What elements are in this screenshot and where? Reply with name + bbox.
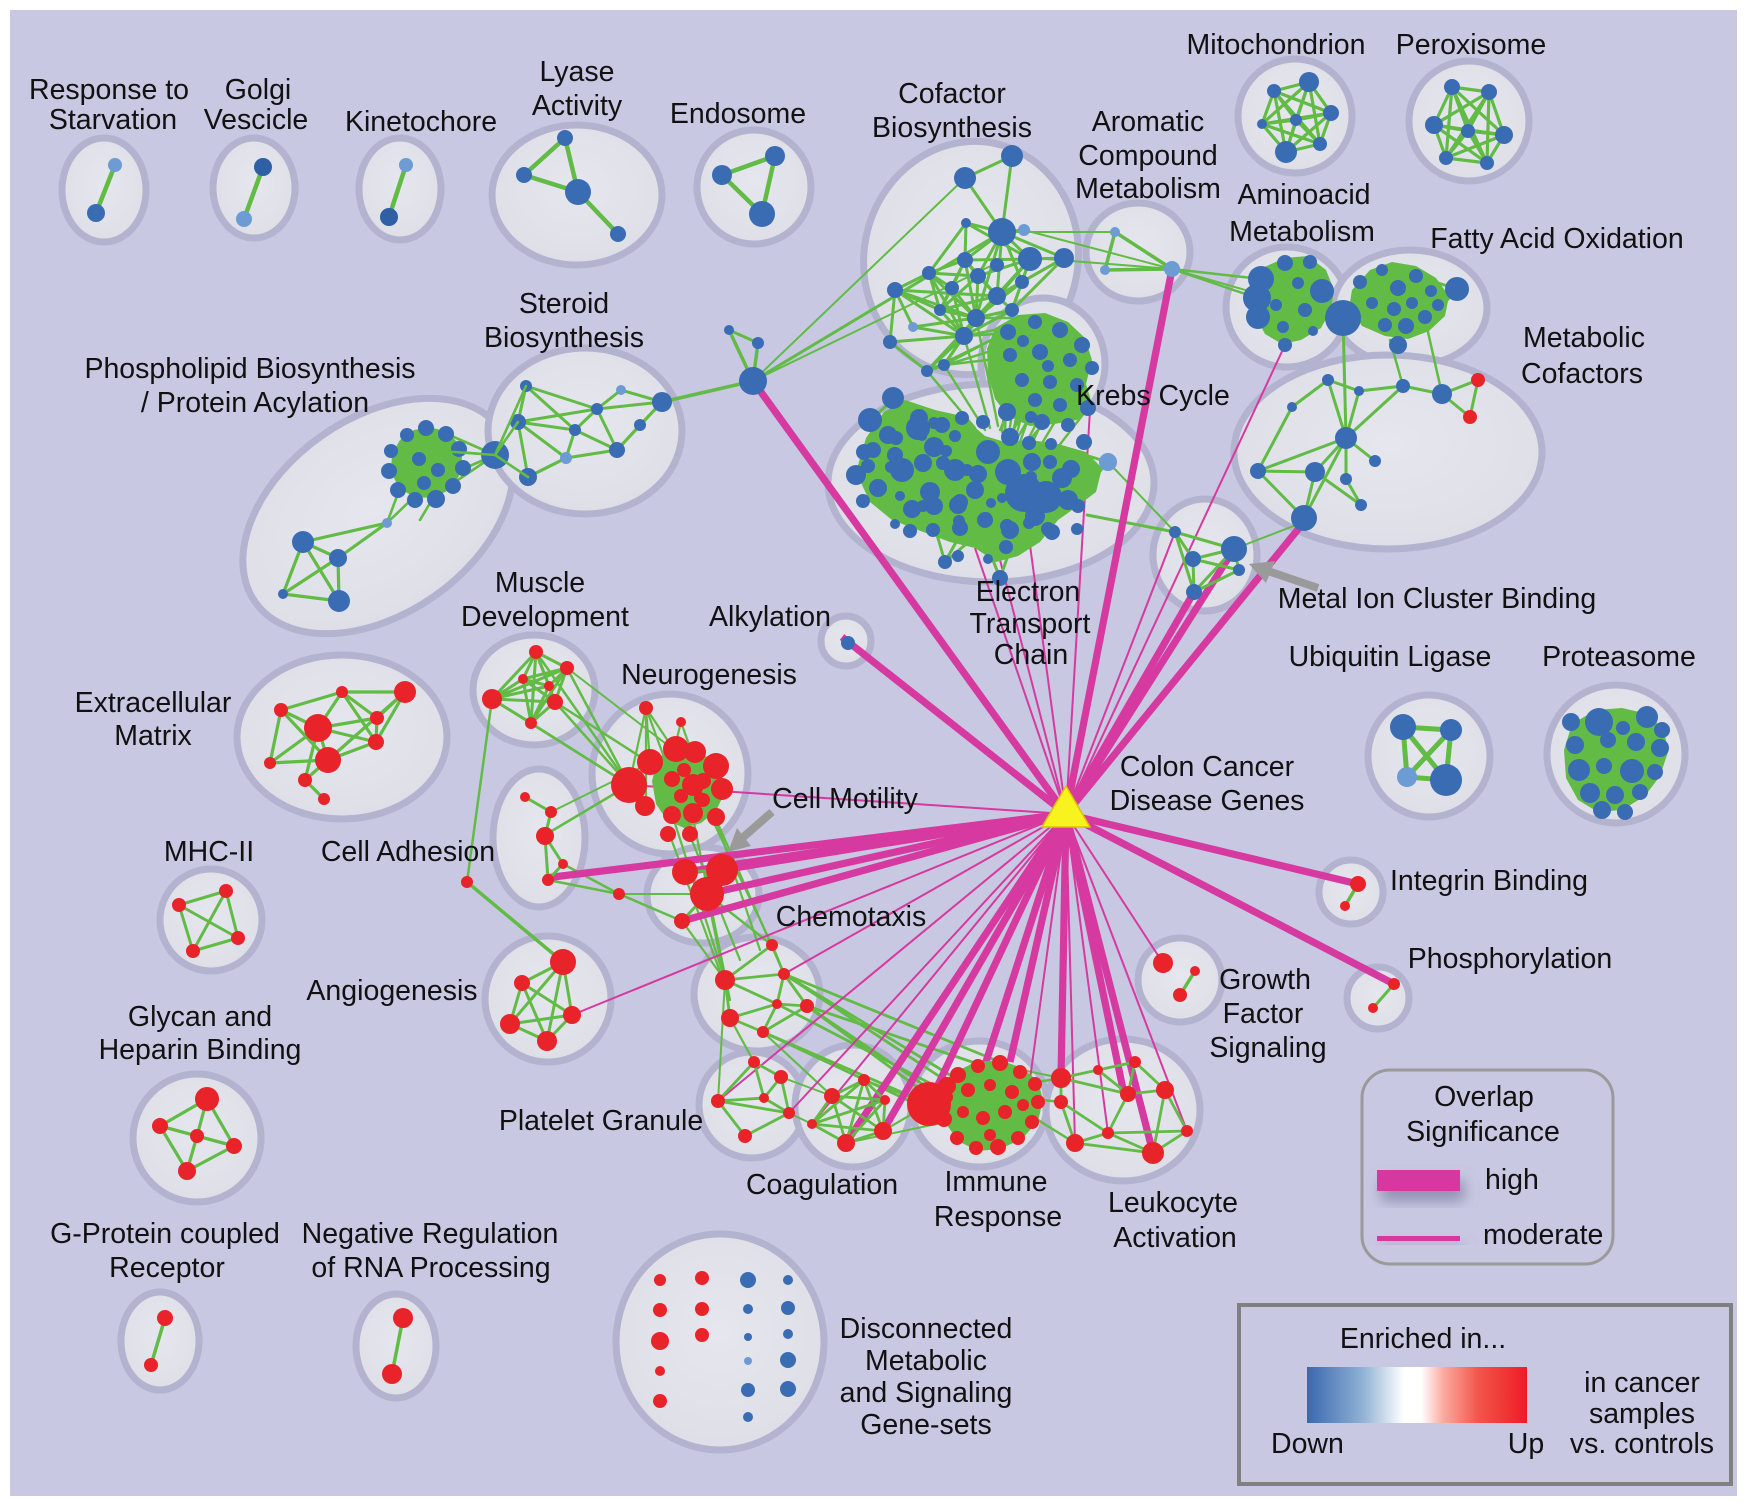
svg-text:Golgi: Golgi <box>225 74 292 106</box>
svg-text:Starvation: Starvation <box>49 104 177 136</box>
svg-text:Neurogenesis: Neurogenesis <box>621 659 797 691</box>
svg-text:Extracellular: Extracellular <box>75 687 232 719</box>
svg-text:Chain: Chain <box>994 639 1068 671</box>
svg-text:Leukocyte: Leukocyte <box>1108 1187 1238 1219</box>
svg-text:Mitochondrion: Mitochondrion <box>1186 29 1365 61</box>
svg-text:Alkylation: Alkylation <box>709 601 831 633</box>
svg-text:Lyase: Lyase <box>540 56 615 88</box>
svg-text:Compound: Compound <box>1078 140 1217 172</box>
svg-text:Significance: Significance <box>1406 1116 1560 1148</box>
svg-text:vs. controls: vs. controls <box>1570 1428 1714 1460</box>
svg-text:Immune: Immune <box>945 1166 1048 1198</box>
svg-text:of RNA Processing: of RNA Processing <box>311 1252 550 1284</box>
svg-text:and Signaling: and Signaling <box>840 1377 1013 1409</box>
svg-text:Kinetochore: Kinetochore <box>345 106 497 138</box>
svg-text:Aromatic: Aromatic <box>1092 106 1204 138</box>
svg-text:Response: Response <box>934 1201 1062 1233</box>
svg-text:Muscle: Muscle <box>495 567 585 599</box>
svg-text:Disease Genes: Disease Genes <box>1110 785 1305 817</box>
svg-text:Glycan and: Glycan and <box>128 1001 272 1033</box>
svg-text:Platelet Granule: Platelet Granule <box>499 1105 703 1137</box>
svg-text:Cell Adhesion: Cell Adhesion <box>321 836 495 868</box>
svg-text:Phospholipid Biosynthesis: Phospholipid Biosynthesis <box>84 353 415 385</box>
svg-text:Krebs Cycle: Krebs Cycle <box>1076 380 1230 412</box>
svg-text:Coagulation: Coagulation <box>746 1169 898 1201</box>
svg-text:Down: Down <box>1271 1428 1344 1460</box>
svg-text:Factor: Factor <box>1223 998 1304 1030</box>
svg-text:Metabolism: Metabolism <box>1229 216 1375 248</box>
svg-text:Electron: Electron <box>976 576 1081 608</box>
svg-text:Metabolic: Metabolic <box>865 1345 987 1377</box>
svg-text:G-Protein coupled: G-Protein coupled <box>50 1218 280 1250</box>
svg-text:Aminoacid: Aminoacid <box>1237 179 1370 211</box>
svg-text:MHC-II: MHC-II <box>164 836 254 868</box>
svg-text:Biosynthesis: Biosynthesis <box>872 112 1032 144</box>
svg-text:Endosome: Endosome <box>670 98 806 130</box>
svg-text:Angiogenesis: Angiogenesis <box>306 975 477 1007</box>
svg-text:Colon Cancer: Colon Cancer <box>1120 751 1295 783</box>
svg-text:Enriched in...: Enriched in... <box>1340 1323 1506 1355</box>
svg-text:Growth: Growth <box>1219 964 1311 996</box>
svg-text:Overlap: Overlap <box>1434 1081 1534 1113</box>
svg-text:Phosphorylation: Phosphorylation <box>1408 943 1612 975</box>
svg-text:high: high <box>1485 1164 1539 1196</box>
svg-text:Metal Ion Cluster Binding: Metal Ion Cluster Binding <box>1278 583 1596 615</box>
svg-text:Biosynthesis: Biosynthesis <box>484 322 644 354</box>
svg-text:Heparin Binding: Heparin Binding <box>99 1034 302 1066</box>
svg-text:moderate: moderate <box>1483 1219 1603 1251</box>
svg-text:Disconnected: Disconnected <box>840 1313 1013 1345</box>
svg-text:Activation: Activation <box>1113 1222 1237 1254</box>
svg-text:Activity: Activity <box>532 90 623 122</box>
svg-text:Transport: Transport <box>970 608 1091 640</box>
svg-text:Negative Regulation: Negative Regulation <box>302 1218 559 1250</box>
svg-text:Development: Development <box>461 601 629 633</box>
svg-text:/ Protein Acylation: / Protein Acylation <box>141 387 369 419</box>
svg-text:Proteasome: Proteasome <box>1542 641 1696 673</box>
svg-text:Peroxisome: Peroxisome <box>1396 29 1546 61</box>
svg-text:Matrix: Matrix <box>114 720 192 752</box>
svg-text:samples: samples <box>1589 1398 1695 1430</box>
svg-text:Cofactor: Cofactor <box>898 78 1006 110</box>
svg-text:Response to: Response to <box>29 74 189 106</box>
svg-text:Steroid: Steroid <box>519 288 609 320</box>
svg-text:Vescicle: Vescicle <box>204 104 309 136</box>
svg-text:Ubiquitin Ligase: Ubiquitin Ligase <box>1289 641 1492 673</box>
svg-text:Cell Motility: Cell Motility <box>772 783 918 815</box>
svg-text:Cofactors: Cofactors <box>1521 358 1643 390</box>
svg-text:Chemotaxis: Chemotaxis <box>776 901 926 933</box>
svg-text:Metabolism: Metabolism <box>1075 173 1221 205</box>
svg-text:Receptor: Receptor <box>109 1252 225 1284</box>
svg-text:Gene-sets: Gene-sets <box>860 1409 991 1441</box>
svg-text:Integrin Binding: Integrin Binding <box>1390 865 1588 897</box>
svg-text:Signaling: Signaling <box>1209 1032 1326 1064</box>
svg-text:Fatty Acid Oxidation: Fatty Acid Oxidation <box>1430 223 1683 255</box>
svg-text:Up: Up <box>1508 1428 1544 1460</box>
svg-text:in cancer: in cancer <box>1584 1367 1700 1399</box>
svg-text:Metabolic: Metabolic <box>1523 322 1645 354</box>
